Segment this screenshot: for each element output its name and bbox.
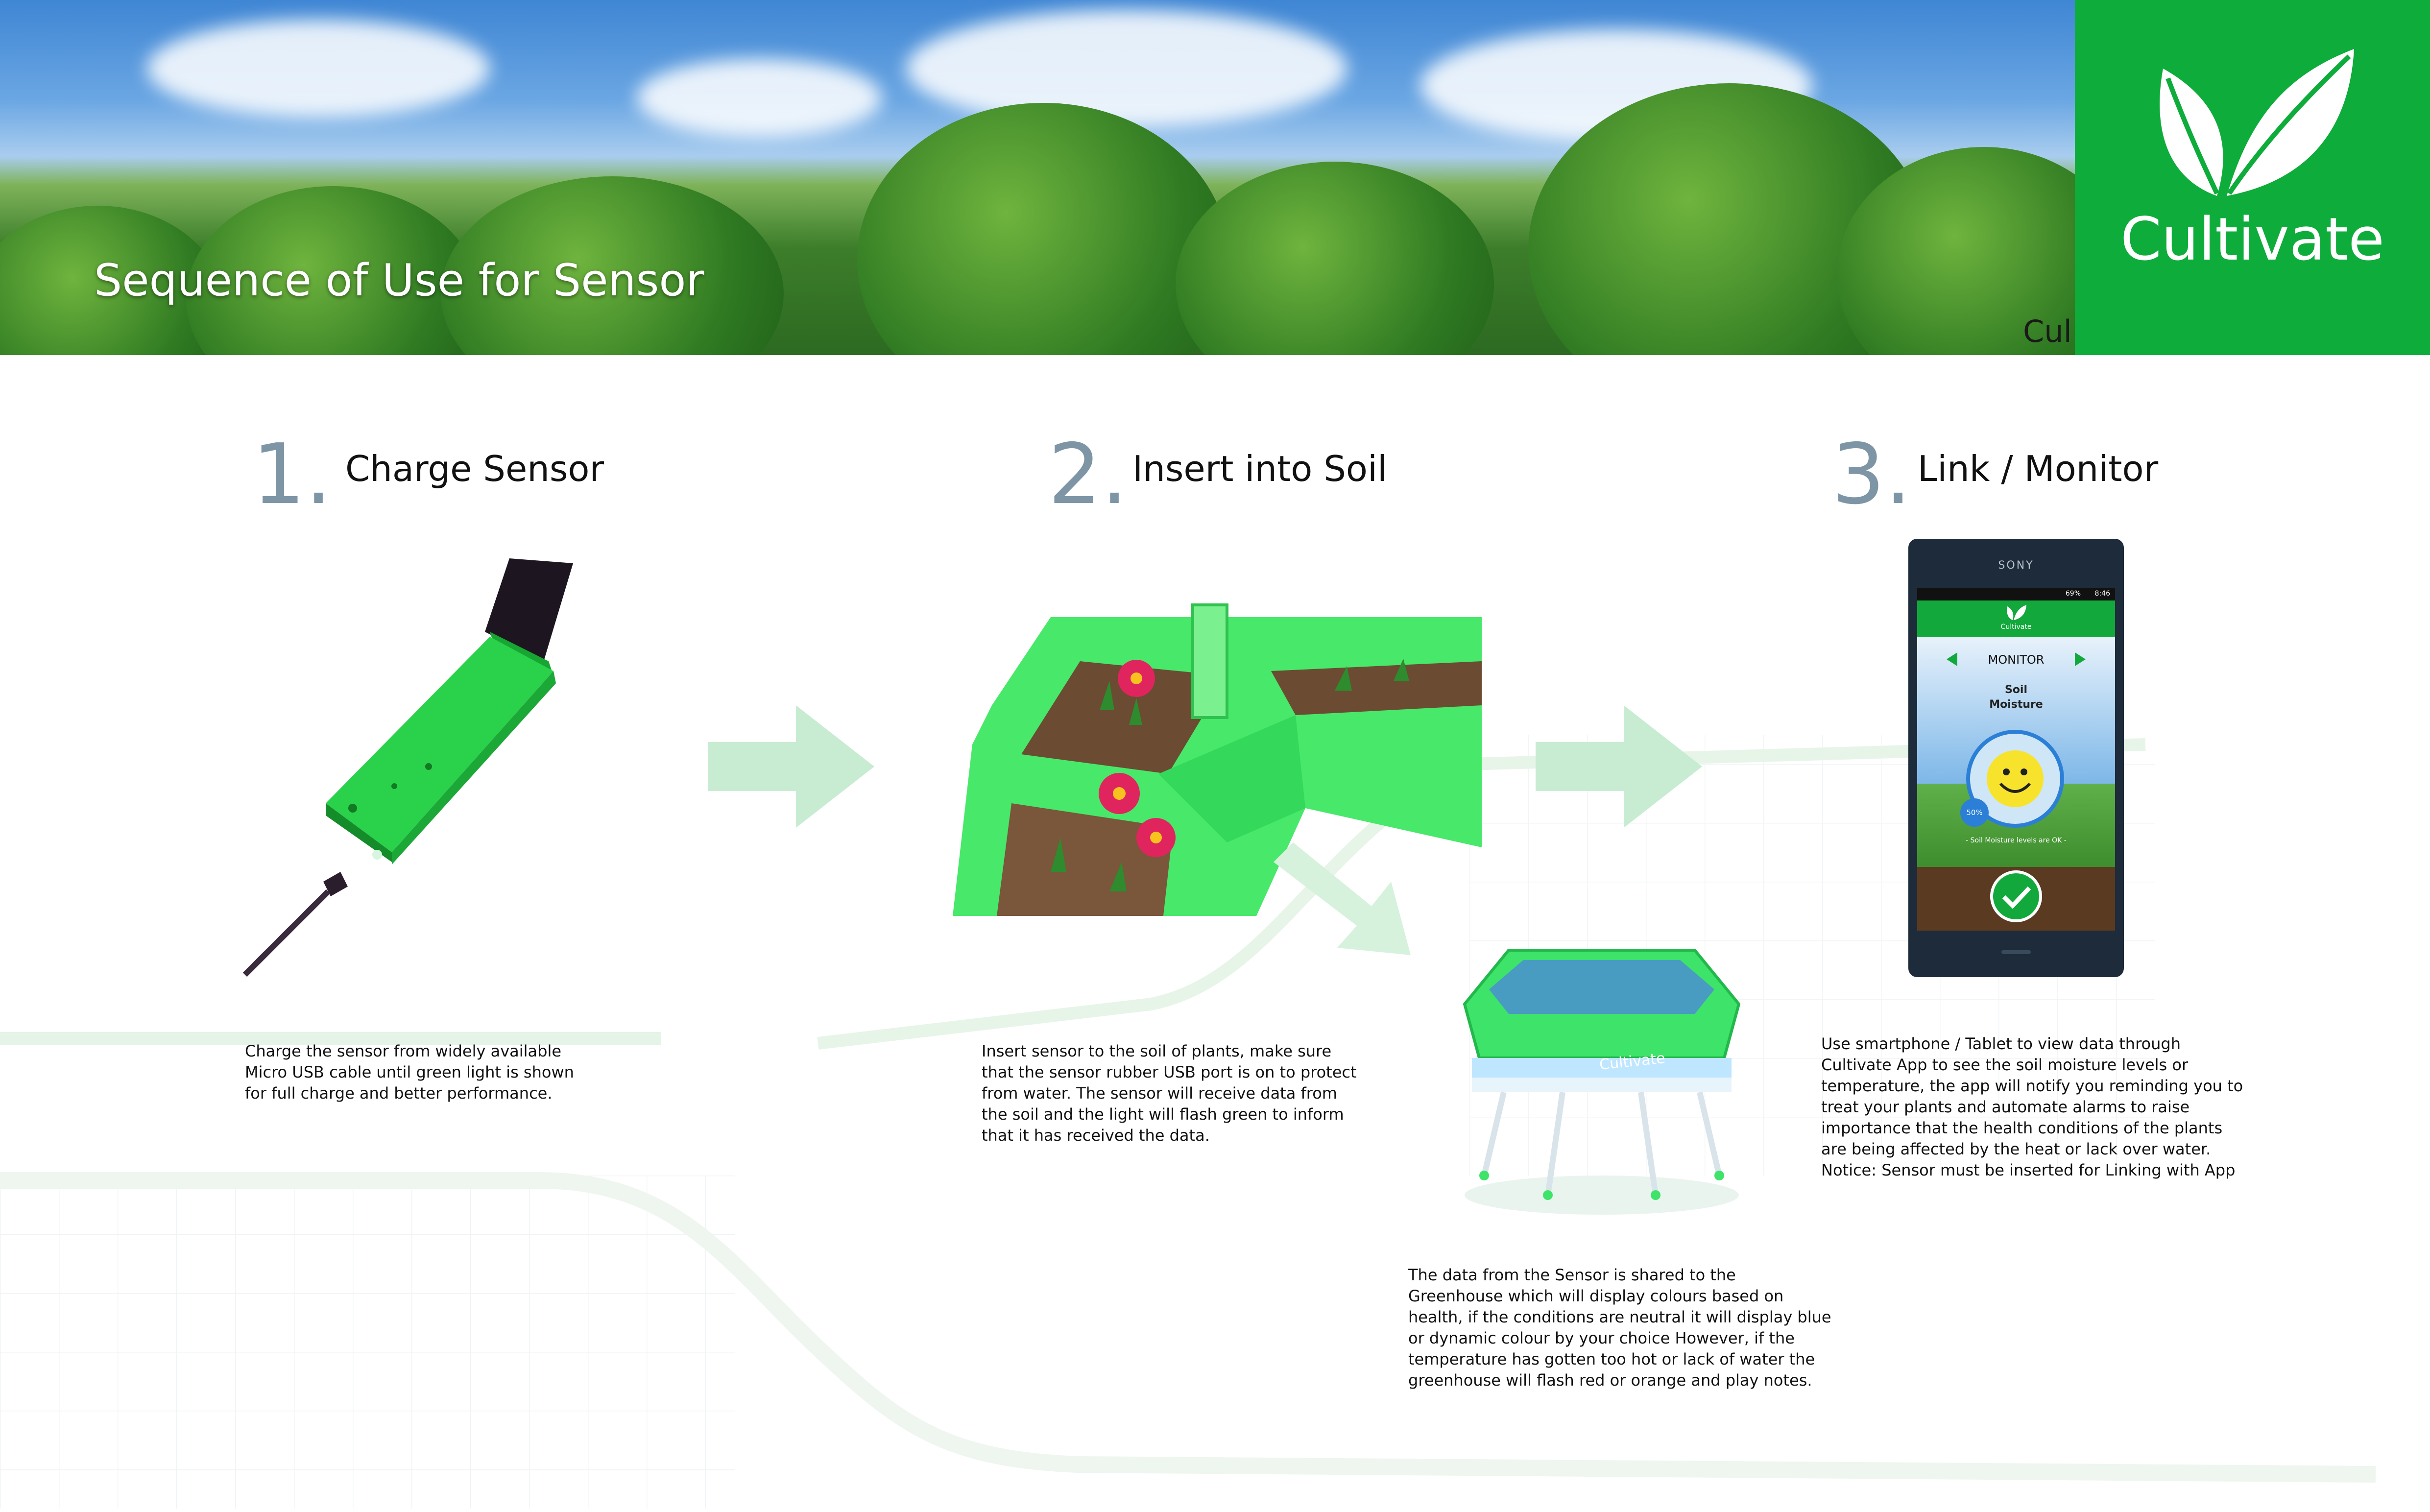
smartphone: SONY 69% 8:46 Cultivate MONITOR Soil Moi… [1908,539,2124,977]
leaf-logo-icon [2160,49,2354,196]
step-3-title: Link / Monitor [1918,448,2159,489]
arrow-right-icon [708,705,874,828]
logo-text-fragment: Cul [2023,313,2072,349]
percent-badge: 50% [1960,798,1989,827]
phone-screen: 69% 8:46 Cultivate MONITOR Soil Moisture… [1917,588,2115,931]
check-circle-icon[interactable] [1989,869,2043,923]
step-1-title: Charge Sensor [345,448,604,489]
leaf-logo-icon [2007,605,2026,620]
header-banner: Sequence of Use for Sensor Cul [0,0,2430,355]
greenhouse-illustration [1463,949,1741,1215]
arrow-right-icon [1536,705,1702,828]
sensor-illustration [242,558,573,977]
step-2-description: Insert sensor to the soil of plants, mak… [982,1042,1357,1145]
metric-line2: Moisture [1989,698,2043,711]
flower-icon [1099,660,1176,857]
step-1-number: 1. [252,426,332,523]
page-title: Sequence of Use for Sensor [94,255,704,306]
right-triangle-icon[interactable] [2075,652,2086,666]
step-2-title: Insert into Soil [1132,448,1387,489]
phone-brand: SONY [1998,559,2034,572]
status-message: - Soil Moisture levels are OK - [1966,837,2067,844]
app-header: Cultivate [1917,600,2115,637]
brand-logo: Cultivate [2075,0,2430,355]
step-2-number: 2. [1048,426,1128,523]
greenhouse-description: The data from the Sensor is shared to th… [1408,1266,1831,1390]
monitor-label: MONITOR [1988,653,2045,667]
step-3-number: 3. [1832,426,1912,523]
planter-box-illustration [953,603,1482,916]
left-triangle-icon[interactable] [1947,652,1957,666]
step-3-description: Use smartphone / Tablet to view data thr… [1821,1034,2243,1179]
arrow-down-right-icon [1274,842,1411,955]
status-bar: 69% 8:46 [1917,588,2115,600]
smiley-icon [1987,750,2044,807]
logo-text: Cultivate [2120,206,2384,274]
metric-line1: Soil [2004,684,2028,696]
